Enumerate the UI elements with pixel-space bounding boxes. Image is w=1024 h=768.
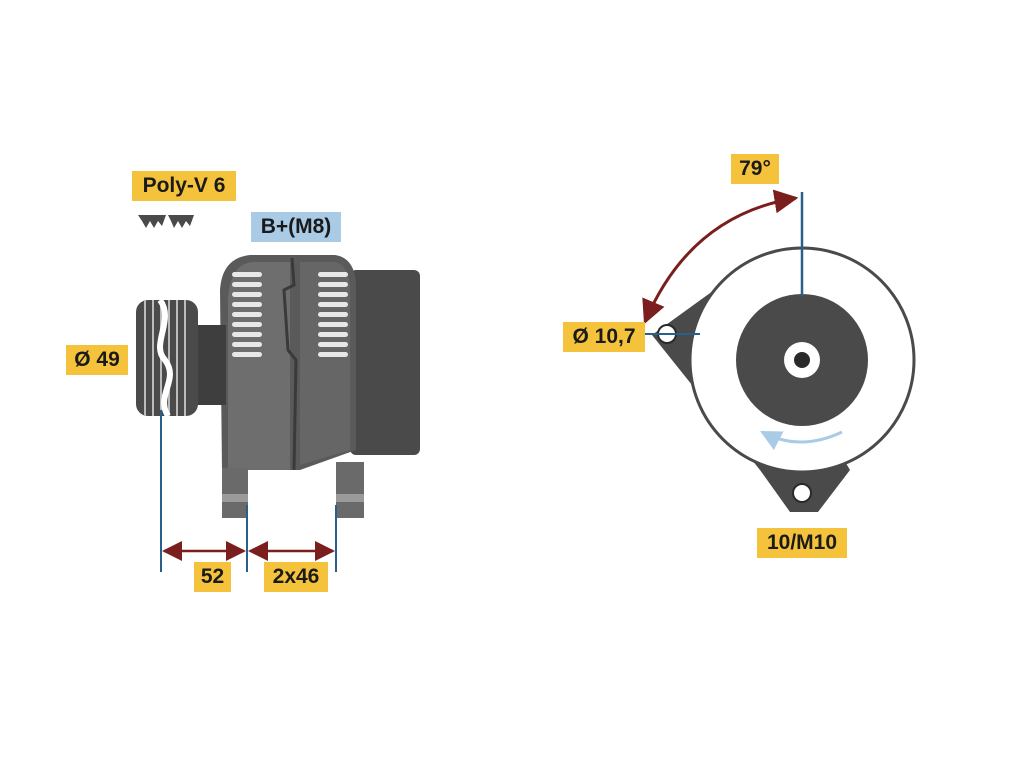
angle-label: 79°	[731, 154, 779, 184]
angle-arc	[642, 189, 799, 325]
belt-type-label: Poly-V 6	[132, 171, 236, 201]
thread-label: 10/M10	[757, 528, 847, 558]
rear-housing	[350, 270, 420, 455]
pulley-diameter-label: Ø 49	[66, 345, 128, 375]
dimension-2x46-label: 2x46	[264, 562, 328, 592]
mounting-feet	[222, 462, 364, 518]
cooling-slots-rear	[318, 272, 348, 357]
dimension-extension-lines	[160, 410, 337, 572]
alternator-front-view	[642, 189, 916, 512]
dimension-52-label: 52	[194, 562, 231, 592]
rotation-direction-arrow	[760, 430, 843, 451]
terminal-label: B+(M8)	[251, 212, 341, 242]
belt-profile-icon	[138, 215, 194, 228]
cooling-slots-front	[232, 272, 262, 357]
hole-diameter-label: Ø 10,7	[563, 322, 645, 352]
shaft-center	[794, 352, 810, 368]
alternator-side-view	[136, 215, 420, 572]
pulley	[136, 298, 198, 418]
mounting-hole-lower	[792, 483, 812, 503]
